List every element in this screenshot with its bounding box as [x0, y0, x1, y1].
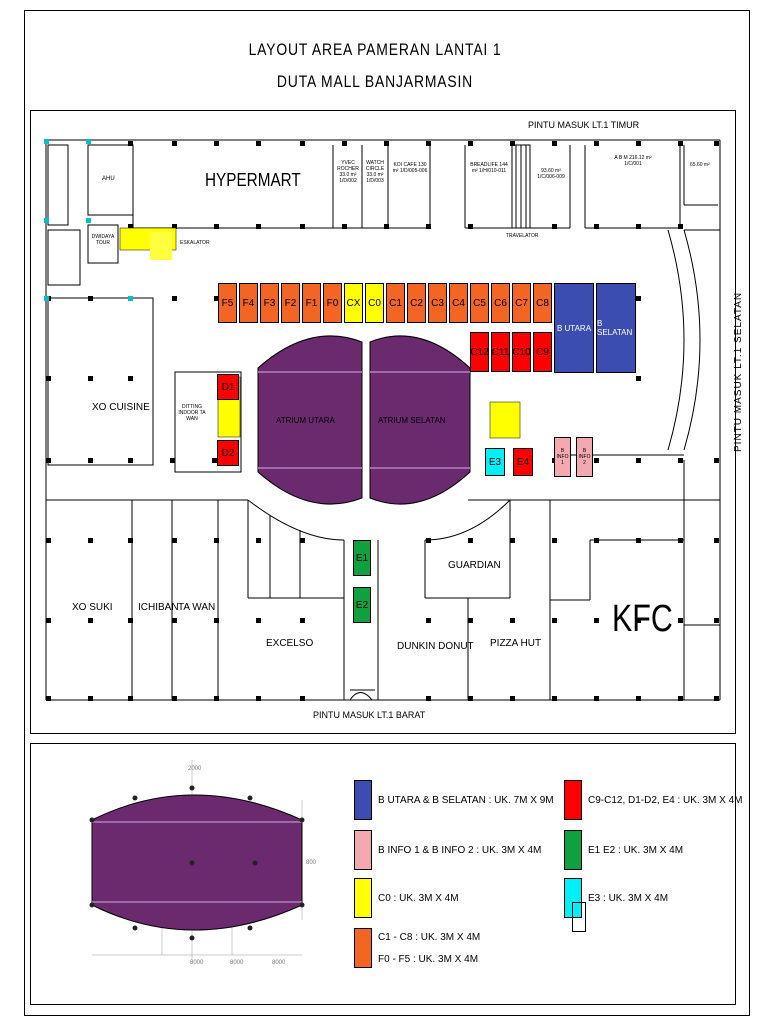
booth-f1[interactable]: F1	[302, 283, 321, 323]
legend-cyan-text: E3 : UK. 3M X 4M	[588, 893, 669, 904]
booth-c1[interactable]: C1	[386, 283, 405, 323]
booth-cx[interactable]: CX	[344, 283, 363, 323]
booth-b-info-1[interactable]: B INFO 1	[554, 437, 571, 477]
booth-c10[interactable]: C10	[512, 332, 531, 372]
store-xo-suki: XO SUKI	[72, 602, 113, 613]
legend-yellow-text: C0 : UK. 3M X 4M	[378, 893, 459, 904]
legend-red-text: C9-C12, D1-D2, E4 : UK. 3M X 4M	[588, 795, 743, 806]
dim-bottom-b: 8000	[230, 960, 244, 966]
booth-c2[interactable]: C2	[407, 283, 426, 323]
legend-swatch-red	[564, 780, 582, 820]
legend-swatch-cyan	[564, 878, 582, 918]
legend-swatch-green	[564, 830, 582, 870]
booth-e2[interactable]: E2	[353, 587, 371, 623]
store-unit-9360: 93.60 m² 1/C/006-009	[537, 168, 565, 180]
legend-green-text: E1 E2 : UK. 3M X 4M	[588, 845, 684, 856]
booth-c12[interactable]: C12	[470, 332, 489, 372]
booth-b-selatan[interactable]: B SELATAN	[596, 283, 636, 373]
store-xo-cuisine: XO CUISINE	[92, 402, 150, 413]
legend-orange-text-2: F0 - F5 : UK. 3M X 4M	[378, 954, 479, 965]
store-kopi: KOI CAFE 130 m² 1/D/005-006	[392, 162, 428, 174]
floor-plan	[30, 110, 736, 734]
dim-side: 800	[306, 860, 317, 866]
booth-e1[interactable]: E1	[353, 540, 371, 576]
store-watch: WATCH CIRCLE 33.0 m² 1/D/003	[365, 160, 385, 184]
page-title: LAYOUT AREA PAMERAN LANTAI 1	[248, 40, 502, 59]
booth-c9[interactable]: C9	[533, 332, 552, 372]
dim-top: 2000	[188, 766, 202, 772]
booth-c0[interactable]: C0	[365, 283, 384, 323]
legend-orange-text-1: C1 - C8 : UK. 3M X 4M	[378, 932, 481, 943]
booth-c4[interactable]: C4	[449, 283, 468, 323]
entrance-timur-label: PINTU MASUK LT.1 TIMUR	[528, 120, 640, 130]
booth-d2[interactable]: D2	[217, 440, 239, 466]
booth-c7[interactable]: C7	[512, 283, 531, 323]
store-yvec: YVEC ROCHER 33.0 m² 1/D/002	[337, 160, 359, 184]
atrium-utara-label: ATRIUM UTARA	[276, 416, 335, 425]
legend-swatch-blue	[354, 780, 372, 820]
legend-swatch-pink	[354, 830, 372, 870]
store-hypermart: HYPERMART	[205, 170, 301, 190]
legend-pink-text: B INFO 1 & B INFO 2 : UK. 3M X 4M	[378, 845, 542, 856]
booth-e3[interactable]: E3	[485, 448, 505, 476]
legend-cyan-outline	[572, 902, 586, 932]
legend-swatch-orange	[354, 928, 372, 968]
booth-f2[interactable]: F2	[281, 283, 300, 323]
store-dwidaya: DWIDAYA TOUR	[91, 234, 115, 246]
store-excelso: EXCELSO	[266, 638, 314, 649]
store-breadlife: BREADLIFE 144 m² 1/H/010-011	[470, 162, 508, 174]
store-ahu: AHU	[102, 176, 115, 182]
booth-c3[interactable]: C3	[428, 283, 447, 323]
store-ditting: DITTING INDOOR TA WAN	[178, 404, 206, 422]
booth-f4[interactable]: F4	[239, 283, 258, 323]
store-dunkin: DUNKIN DONUT	[397, 641, 474, 652]
booth-f5[interactable]: F5	[218, 283, 237, 323]
dim-bottom-a: 8000	[190, 960, 204, 966]
travelator-label: TRAVELATOR	[506, 233, 539, 239]
booth-f3[interactable]: F3	[260, 283, 279, 323]
store-pizza-hut: PIZZA HUT	[490, 638, 542, 649]
dim-bottom-c: 8000	[272, 960, 286, 966]
booth-e4[interactable]: E4	[513, 448, 533, 476]
store-kfc: KFC	[612, 598, 673, 640]
booth-c8[interactable]: C8	[533, 283, 552, 323]
store-unit-6560: 65.60 m²	[690, 162, 710, 168]
store-abm: A B M 216.12 m² 1/C/001	[614, 155, 652, 167]
booth-b-utara[interactable]: B UTARA	[554, 283, 594, 373]
store-ta-wan: TA WAN	[178, 602, 216, 613]
booth-d1[interactable]: D1	[217, 374, 239, 400]
store-guardian: GUARDIAN	[448, 560, 501, 571]
store-ichiban: ICHIBAN	[138, 602, 179, 613]
booth-c5[interactable]: C5	[470, 283, 489, 323]
booth-c6[interactable]: C6	[491, 283, 510, 323]
legend-panel	[30, 743, 736, 1005]
entrance-barat-label: PINTU MASUK LT.1 BARAT	[313, 710, 426, 720]
legend-blue-text: B UTARA & B SELATAN : UK. 7M X 9M	[378, 795, 554, 806]
sheet-frame	[24, 10, 750, 1016]
booth-b-info-2[interactable]: B INFO 2	[576, 437, 593, 477]
page-subtitle: DUTA MALL BANJARMASIN	[276, 72, 474, 91]
legend-swatch-yellow	[354, 878, 372, 918]
atrium-selatan-label: ATRIUM SELATAN	[378, 416, 446, 425]
atrium-dimension-drawing: 2000 800 8000 8000 8000	[89, 760, 317, 966]
booth-c11[interactable]: C11	[491, 332, 510, 372]
escalator-label: ESKALATOR	[180, 240, 210, 246]
booth-f0[interactable]: F0	[323, 283, 342, 323]
